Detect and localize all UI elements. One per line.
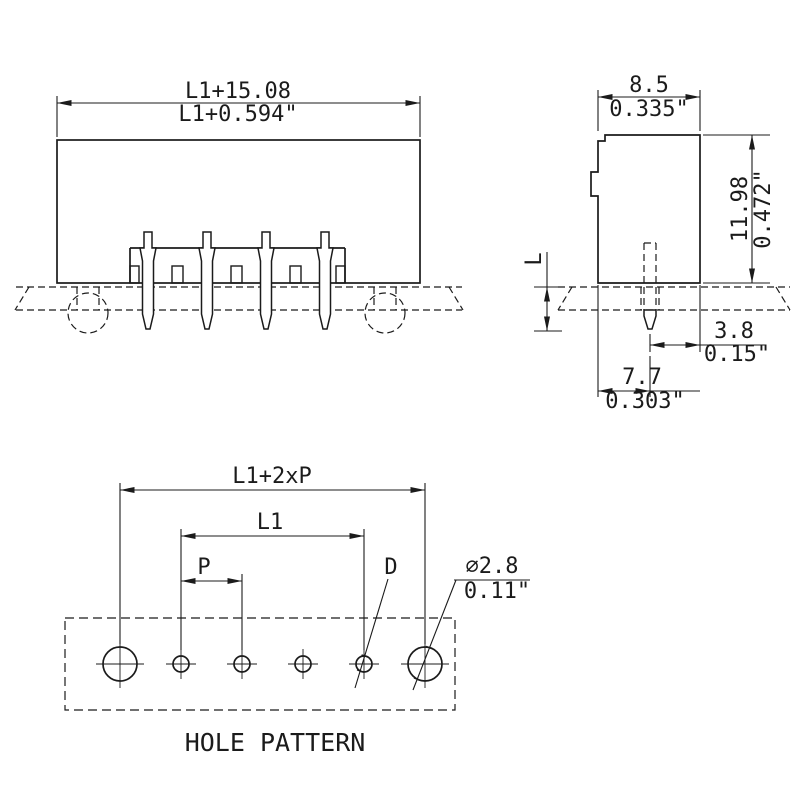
dim-side-depth-mm: 8.5: [629, 73, 669, 98]
dim-l1-label: L1: [257, 510, 284, 535]
dim-pitch-label: P: [197, 555, 210, 580]
side-view: 8.5 0.335" 11.98 0.472": [522, 73, 791, 414]
dim-pin-offset-in: 0.303": [605, 389, 684, 414]
dim-front-width-mm: L1+15.08: [185, 79, 291, 104]
dim-pitch-span: P: [181, 555, 243, 650]
end-hole-left: [96, 640, 144, 688]
pin-hole-2: [227, 649, 257, 679]
dim-l1-span: L1: [180, 510, 365, 650]
dim-side-height-in: 0.472": [751, 169, 776, 248]
dim-front-width-in: L1+0.594": [178, 102, 297, 127]
end-hole-right: [401, 640, 449, 688]
solder-pin-1: [139, 231, 157, 330]
dim-pin-to-edge: 3.8 0.15": [649, 285, 770, 367]
hidden-pin-side: [643, 242, 657, 310]
dim-front-width: L1+15.08 L1+0.594": [56, 79, 421, 137]
callout-hole-diameter: D: [354, 555, 398, 689]
end-mounting-hole-left: [67, 292, 109, 334]
solder-pin-4: [316, 231, 334, 330]
dim-pin-to-edge-in: 0.15": [704, 342, 770, 367]
dim-side-height-mm: 11.98: [728, 176, 753, 242]
pcb-outline-dashed: [64, 617, 456, 711]
dim-side-height: 11.98 0.472": [703, 134, 776, 284]
dim-side-depth: 8.5 0.335": [597, 73, 701, 131]
dim-pin-to-edge-mm: 3.8: [714, 319, 754, 344]
end-hole-dia-in: 0.11": [464, 579, 530, 604]
front-view: L1+15.08 L1+0.594": [14, 79, 464, 334]
solder-pin-2: [198, 231, 216, 330]
dim-overall-label: L1+2xP: [232, 464, 311, 489]
hole-pattern-caption: HOLE PATTERN: [185, 728, 366, 757]
pin-hole-1: [166, 649, 196, 679]
dim-overall-span: L1+2xP: [119, 464, 426, 644]
pcb-board-front: [14, 286, 464, 311]
solder-pin-side: [643, 309, 657, 330]
callout-end-hole-diameter: ∅2.8 0.11": [412, 554, 530, 691]
end-mounting-hole-right: [364, 292, 406, 334]
housing-inner-detail: [129, 247, 346, 284]
hole-dia-label: D: [384, 555, 397, 580]
pin-hole-4: [349, 649, 379, 679]
dim-pin-offset-mm: 7.7: [622, 365, 662, 390]
dim-pin-length-label: L: [522, 252, 547, 265]
pin-hole-3: [288, 649, 318, 679]
dim-pin-length: L: [522, 252, 562, 332]
end-hole-dia-mm: ∅2.8: [466, 554, 519, 579]
connector-body-side: [590, 134, 701, 284]
hole-pattern-view: L1+2xP L1 P D ∅2.8 0.11": [64, 464, 530, 757]
dim-side-depth-in: 0.335": [609, 97, 688, 122]
pcb-board-side: [557, 286, 791, 311]
dim-pin-offset: 7.7 0.303": [597, 285, 700, 414]
connector-body-front: [56, 139, 421, 284]
solder-pin-3: [257, 231, 275, 330]
